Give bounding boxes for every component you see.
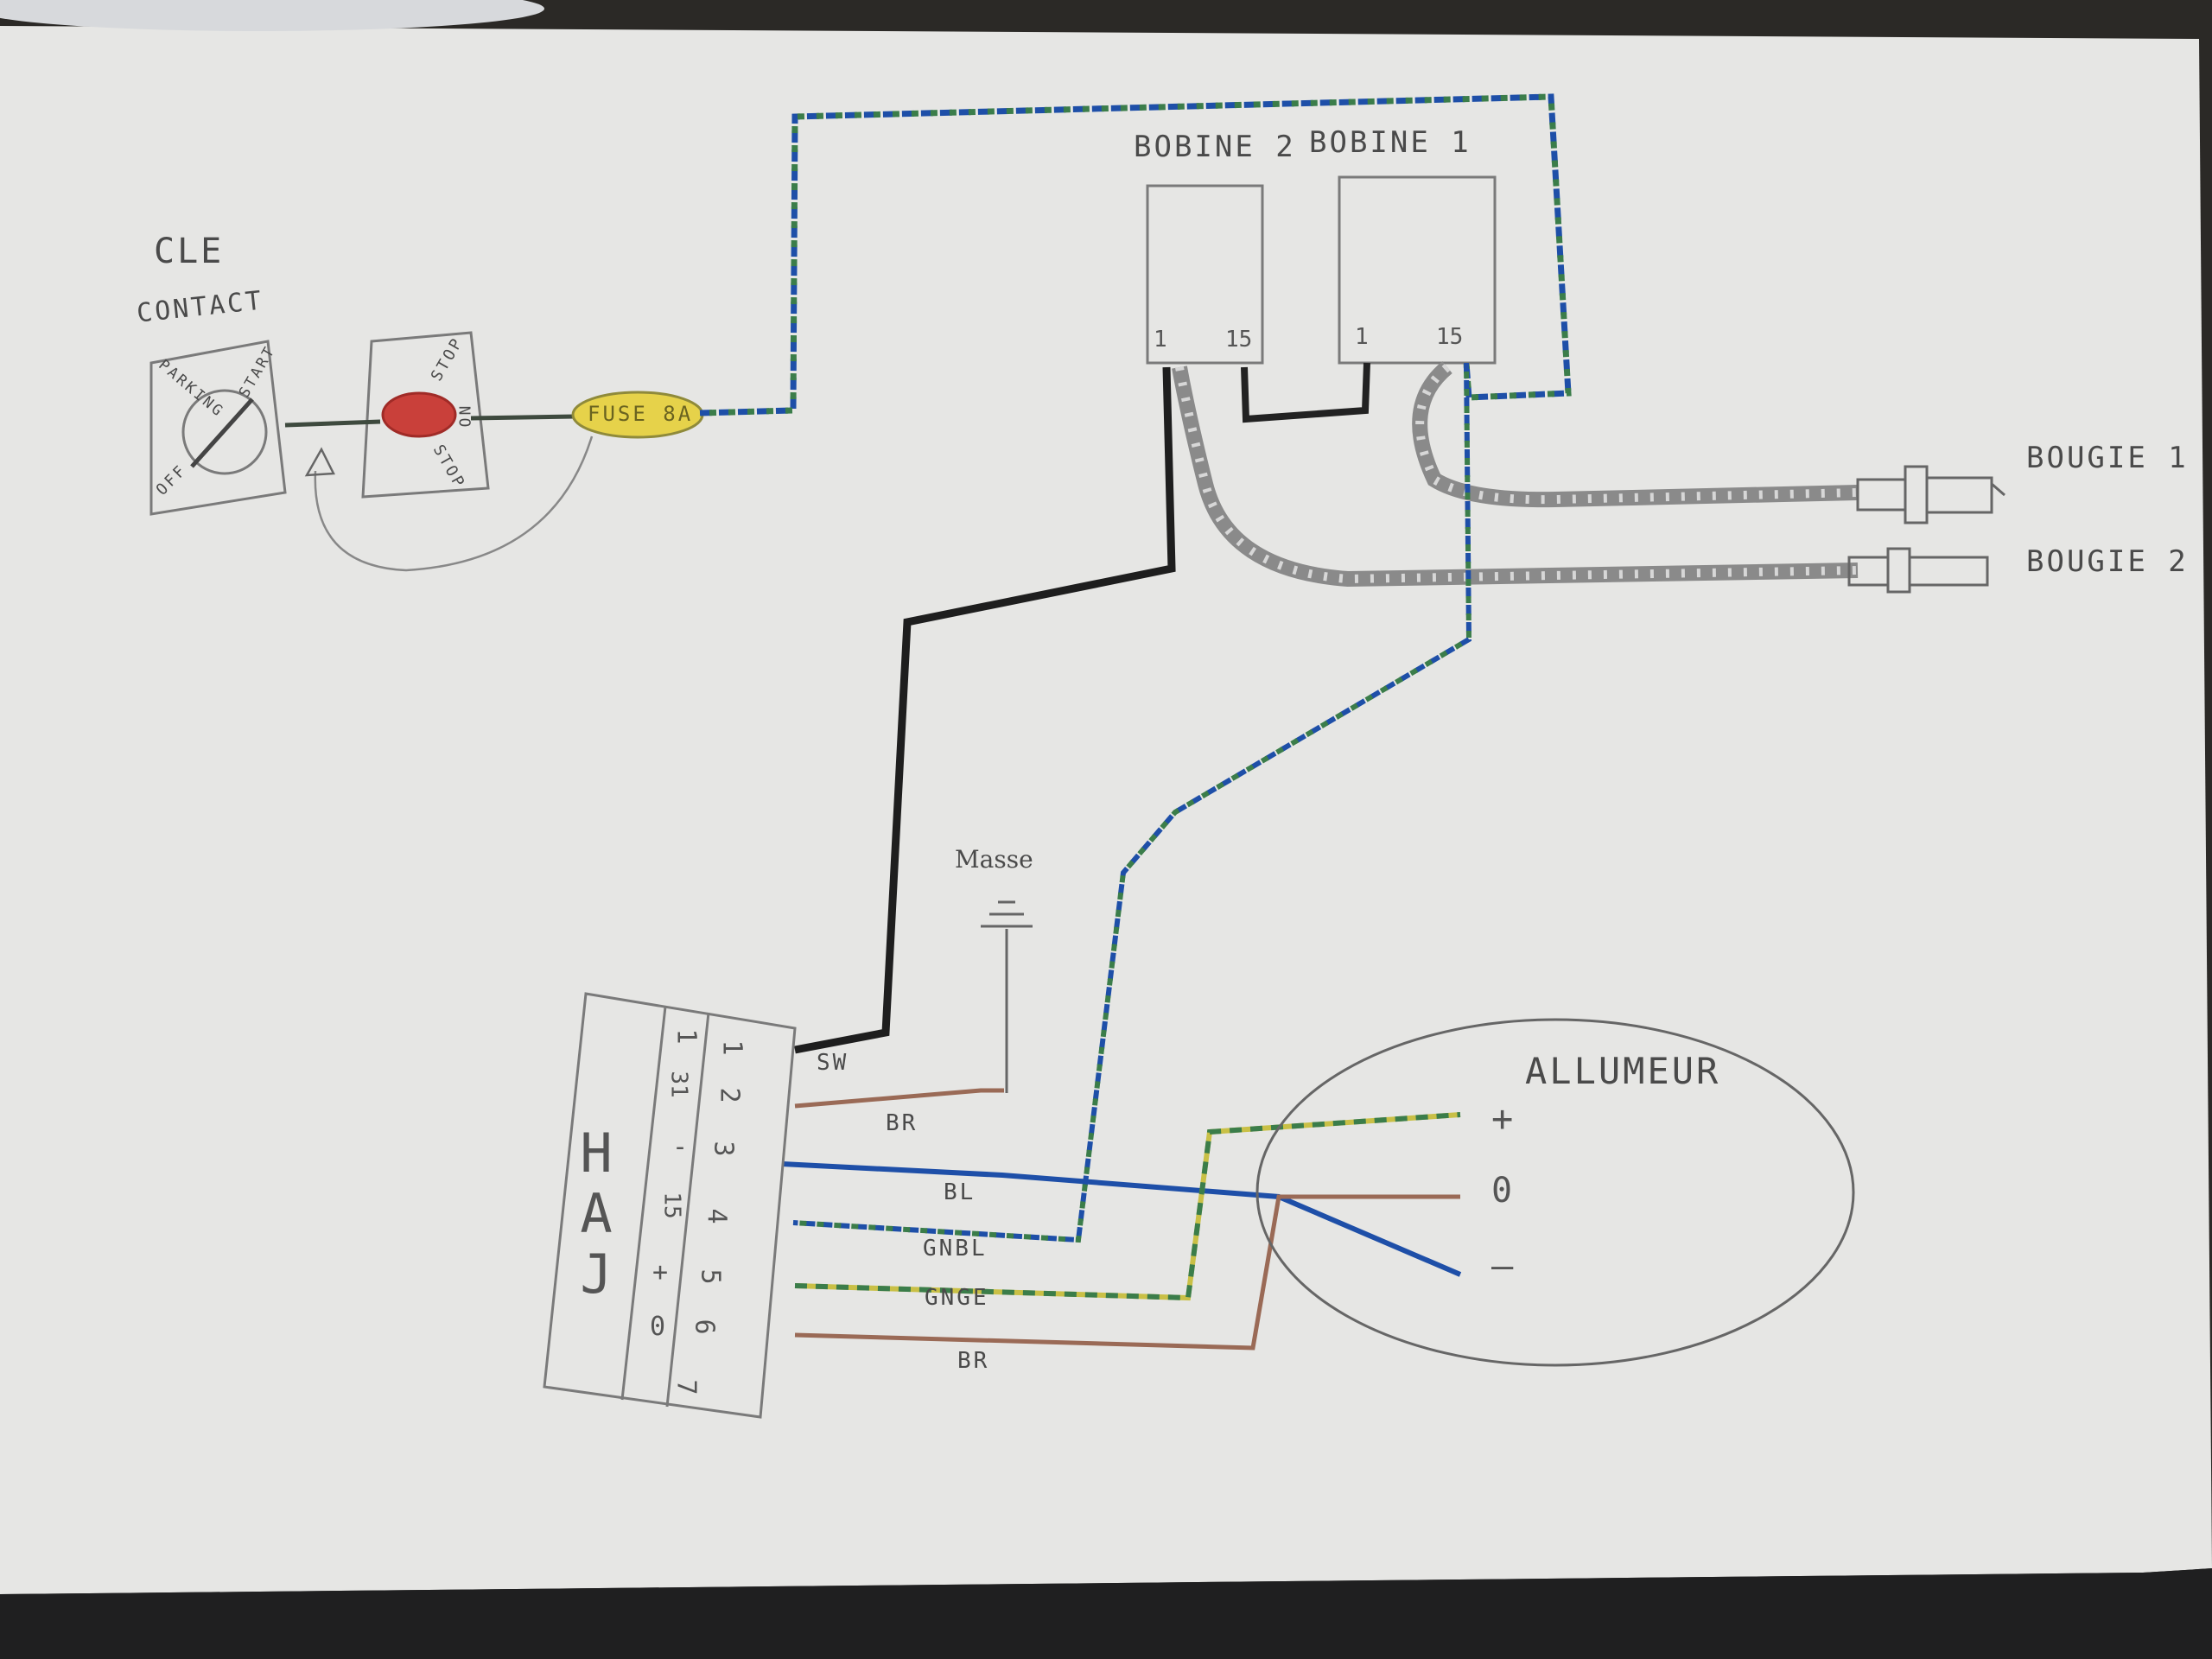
module-signal-1: 1 xyxy=(671,1028,702,1045)
coil-2 xyxy=(1146,184,1264,365)
key-switch-title: CLE xyxy=(154,232,225,271)
ground-label: Masse xyxy=(955,845,1033,874)
spark-plug-2-label: BOUGIE 2 xyxy=(2026,544,2189,579)
module-signal-3: - xyxy=(672,1132,689,1162)
coil-1 xyxy=(1338,175,1497,365)
module-pin-3: 3 xyxy=(708,1141,739,1157)
distributor-terminal-zero: 0 xyxy=(1491,1171,1513,1211)
module-pin-7: 7 xyxy=(671,1379,702,1395)
wire-gnge xyxy=(794,1112,1461,1301)
distributor-terminal-plus: + xyxy=(1491,1097,1514,1140)
distributor-terminal-minus: – xyxy=(1491,1244,1514,1287)
module-pin-4: 4 xyxy=(701,1208,732,1224)
wire-br-ground xyxy=(794,1088,1004,1109)
module-signal-5: + xyxy=(652,1257,669,1287)
module-pin-6: 6 xyxy=(689,1319,720,1335)
coil-2-pin-1: 1 xyxy=(1154,327,1167,353)
coil-bridge-wire xyxy=(1241,362,1370,423)
module-pin-1: 1 xyxy=(716,1039,747,1056)
coil-1-pin-1: 1 xyxy=(1355,324,1369,350)
wire-br xyxy=(794,1194,1460,1351)
key-switch-lever xyxy=(190,397,254,468)
coil-1-pin-15: 15 xyxy=(1436,324,1464,350)
ht-lead-1 xyxy=(1412,361,1859,508)
spark-plug-1 xyxy=(1856,465,2005,524)
spark-plug-1-label: BOUGIE 1 xyxy=(2026,441,2189,475)
ground-symbol xyxy=(981,900,1033,1093)
ignition-module xyxy=(543,992,797,1419)
module-signal-6: 0 xyxy=(650,1312,666,1342)
wire-br-label: BR xyxy=(957,1348,990,1374)
kill-switch-knob xyxy=(381,391,457,438)
module-pin-2: 2 xyxy=(714,1087,745,1103)
coil-1-label: BOBINE 1 xyxy=(1309,125,1471,160)
wire-gnbl xyxy=(792,362,1472,1243)
coil-2-label: BOBINE 2 xyxy=(1134,130,1296,164)
module-pin-5: 5 xyxy=(695,1268,726,1285)
fuse-label: FUSE 8A xyxy=(588,402,694,426)
kill-switch-on: ON xyxy=(456,403,475,428)
module-signal-4: 15 xyxy=(658,1192,685,1219)
wire-bl xyxy=(781,1161,1462,1277)
key-switch[interactable] xyxy=(149,340,287,516)
module-signal-2: 31 xyxy=(665,1071,692,1098)
wire-bl-label: BL xyxy=(944,1179,976,1205)
distributor xyxy=(1255,1018,1855,1367)
wire-gnge-label: GNGE xyxy=(925,1285,989,1311)
return-arrow xyxy=(314,435,594,572)
coil-2-pin-15: 15 xyxy=(1225,327,1253,353)
ht-lead-2 xyxy=(1172,365,1859,588)
kill-switch[interactable] xyxy=(361,331,490,499)
module-name: HAJ xyxy=(580,1122,613,1306)
wire-sw xyxy=(794,366,1176,1054)
wire-br-ground-label: BR xyxy=(886,1110,918,1136)
wire-gnbl-label: GNBL xyxy=(923,1236,988,1262)
wire-sw-label: SW xyxy=(817,1050,849,1076)
distributor-label: ALLUMEUR xyxy=(1525,1050,1721,1092)
spark-plug-2 xyxy=(1847,547,1989,594)
